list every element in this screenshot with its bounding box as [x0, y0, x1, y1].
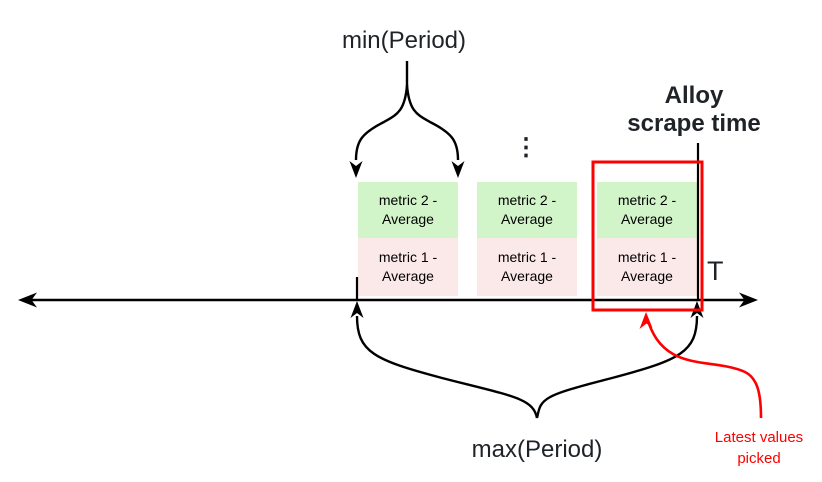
max-period-brace	[350, 301, 704, 419]
metric1-average-text: metric 1 - Average	[617, 249, 677, 284]
latest-values-label: Latest values picked	[714, 429, 804, 467]
metric2-average-text: metric 2 - Average	[378, 192, 438, 227]
min-period-label: min(Period)	[341, 27, 467, 54]
min-brace-left-arrowhead	[349, 161, 363, 178]
metric2-average-box: metric 2 - Average	[477, 182, 577, 238]
min-period-brace	[349, 61, 465, 178]
metric1-average-box: metric 1 - Average	[597, 238, 697, 296]
latest-values-arrowhead	[639, 312, 653, 329]
metric-group-3: metric 2 - Average metric 1 - Average	[597, 182, 697, 296]
min-brace-right-arrowhead	[451, 161, 465, 178]
alloy-scrape-time-label: Alloy scrape time	[627, 82, 761, 137]
max-period-label: max(Period)	[471, 436, 603, 463]
max-brace-right-arrowhead	[690, 301, 704, 318]
metric-group-2: metric 2 - Average metric 1 - Average	[477, 182, 577, 296]
metric1-average-text: metric 1 - Average	[497, 249, 557, 284]
metric2-average-text: metric 2 - Average	[617, 192, 677, 227]
time-axis-label: T	[707, 256, 724, 286]
metric2-average-box: metric 2 - Average	[358, 182, 458, 238]
metric2-average-box: metric 2 - Average	[597, 182, 697, 238]
metric1-average-box: metric 1 - Average	[358, 238, 458, 296]
latest-values-arrow	[639, 312, 763, 419]
metric1-average-box: metric 1 - Average	[477, 238, 577, 296]
metric1-average-text: metric 1 - Average	[378, 249, 438, 284]
max-brace-left-arrowhead	[350, 301, 364, 318]
metric2-average-text: metric 2 - Average	[497, 192, 557, 227]
metric-group-1: metric 2 - Average metric 1 - Average	[358, 182, 458, 296]
continuation-ellipsis: ⋮	[514, 134, 538, 161]
